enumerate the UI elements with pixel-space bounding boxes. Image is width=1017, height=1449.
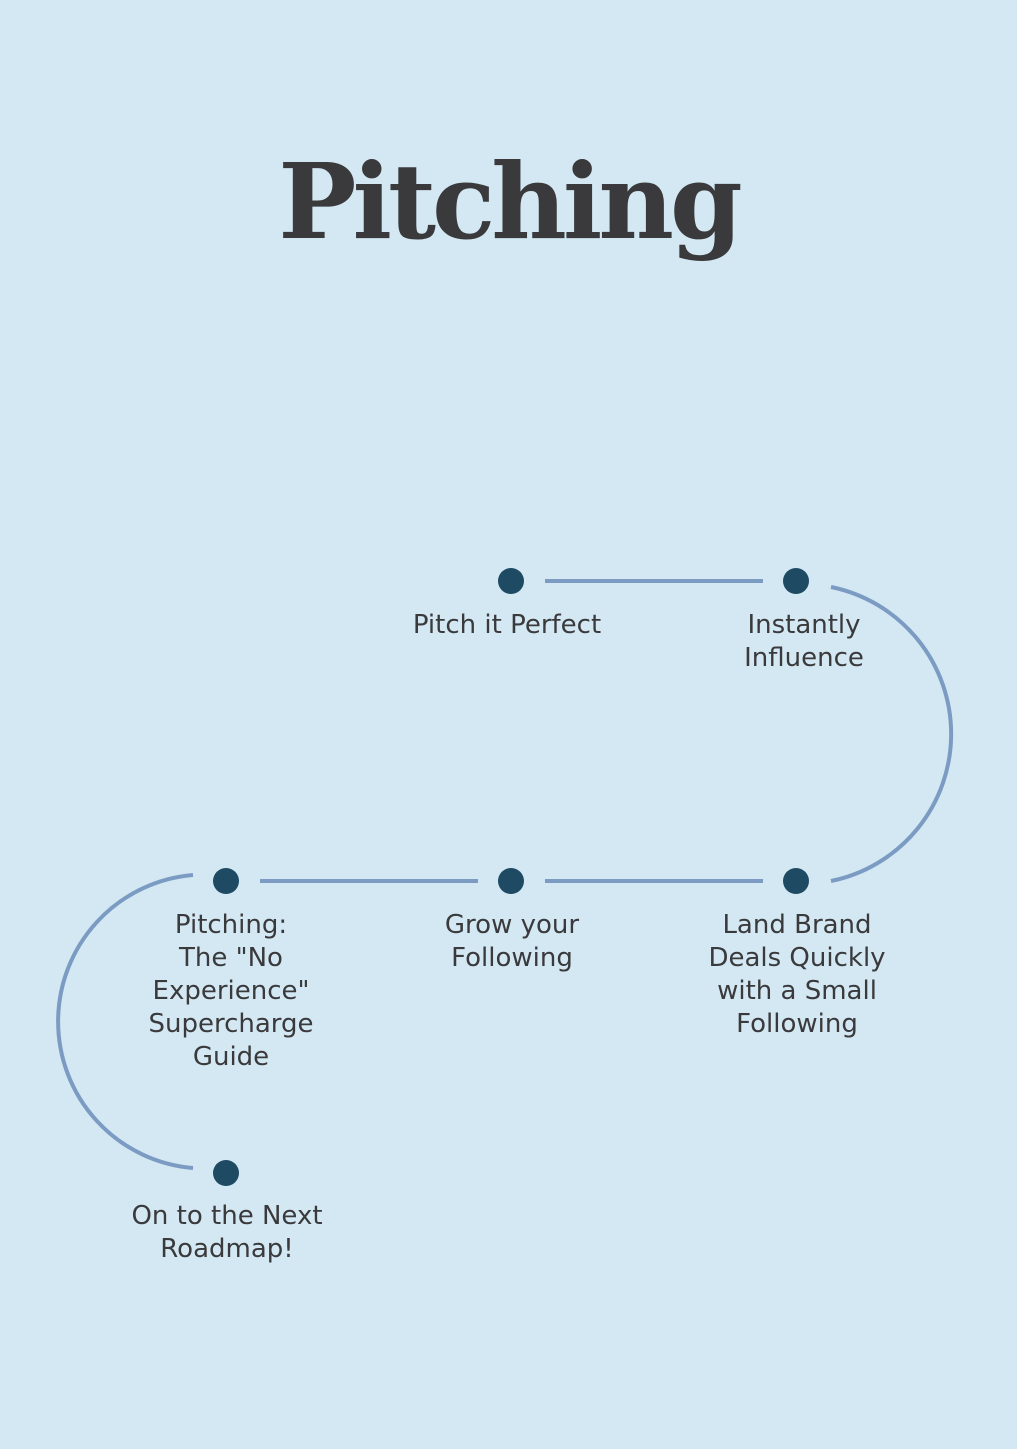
step-node-2: [783, 568, 809, 594]
step-node-1: [498, 568, 524, 594]
connector-5-6: [56, 873, 194, 1170]
step-label-land-brand-deals: Land Brand Deals Quickly with a Small Fo…: [708, 910, 886, 1039]
step-label-instantly-influence: Instantly Influence: [744, 610, 864, 673]
step-node-6: [213, 1160, 239, 1186]
step-label-no-experience-guide: Pitching: The "No Experience" Supercharg…: [148, 910, 314, 1072]
step-label-next-roadmap: On to the Next Roadmap!: [131, 1201, 323, 1264]
step-node-3: [783, 868, 809, 894]
connector-2-3: [830, 585, 954, 883]
page-title: Pitching: [278, 140, 743, 263]
step-node-5: [213, 868, 239, 894]
step-label-pitch-it-perfect: Pitch it Perfect: [412, 610, 602, 640]
step-label-grow-your-following: Grow your Following: [444, 910, 580, 973]
step-node-4: [498, 868, 524, 894]
